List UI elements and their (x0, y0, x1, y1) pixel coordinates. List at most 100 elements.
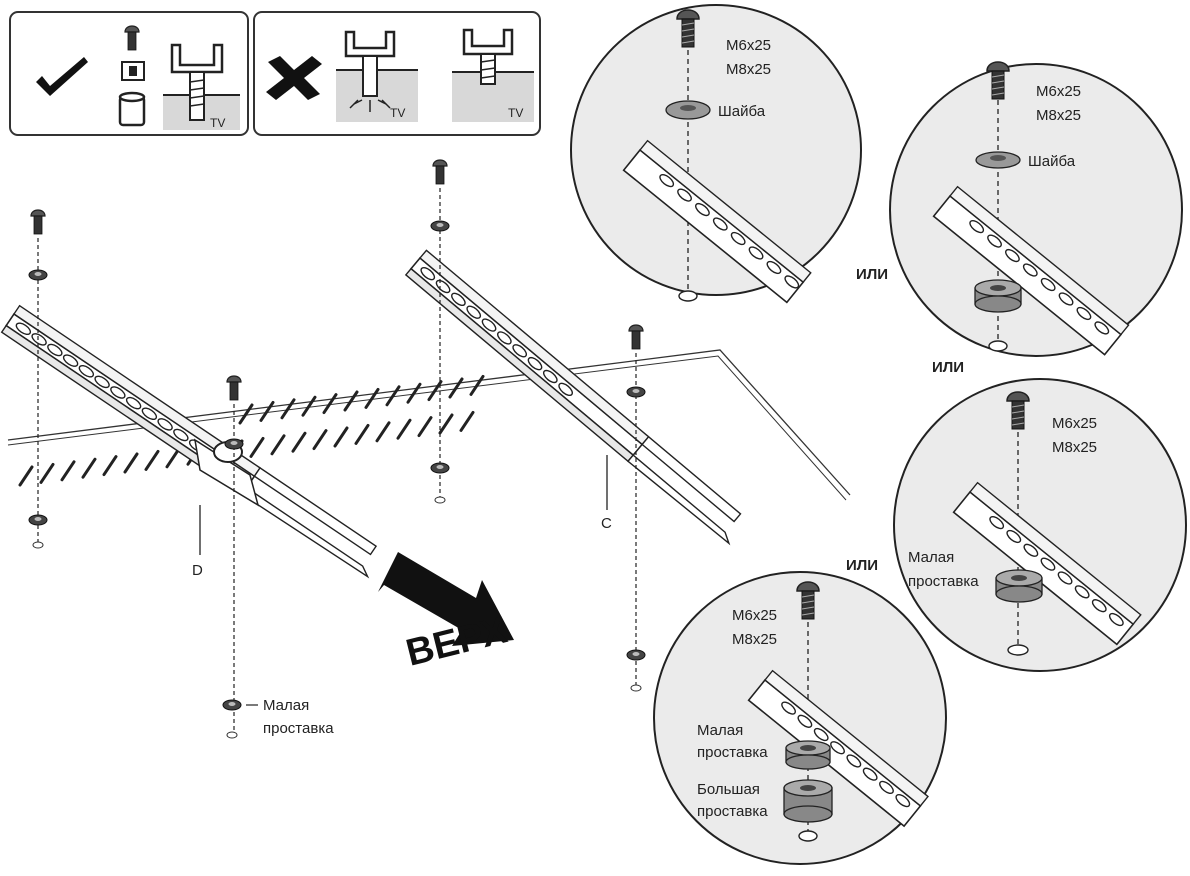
screw-stack-2: Малая проставка (222, 375, 334, 739)
bracket-d: D (0, 304, 378, 579)
rail-slot (527, 356, 543, 371)
rail-slot (1040, 277, 1056, 292)
vent-slot (102, 455, 118, 477)
checkmark-icon (36, 57, 88, 96)
rail-slot (987, 234, 1002, 248)
vent-slot (301, 395, 317, 417)
rail-slot (110, 386, 126, 399)
rail-slot (830, 741, 845, 755)
wrong-panel: TV TV (253, 11, 541, 136)
rail-slot (748, 246, 764, 260)
or-label-3: ИЛИ (846, 557, 878, 574)
vent-slot (39, 462, 55, 484)
small-spacer-icon-2 (995, 569, 1043, 603)
rail-slot (989, 515, 1005, 530)
screw-size-2b: M8x25 (1036, 107, 1081, 124)
screw-size-1c: M6x25 (1052, 415, 1097, 432)
large-spacer-label-d1: Большая (697, 781, 760, 798)
vent-slot (249, 436, 265, 458)
rail-slot (659, 173, 675, 188)
rail-slot (766, 260, 782, 275)
bracket-c-label: C (601, 515, 612, 532)
rail-slot (1040, 557, 1056, 571)
rail-slot (712, 217, 728, 231)
vent-slot (364, 387, 380, 409)
vent-slot (18, 465, 34, 487)
detail-circle-3: M6x25 M8x25 Малая проставка (893, 378, 1187, 672)
cross-icon (266, 56, 322, 100)
vent-slot (385, 385, 401, 407)
vent-slot (81, 457, 97, 479)
detail-circle-2: M6x25 M8x25 Шайба (889, 61, 1183, 357)
screw-stack-1 (28, 209, 48, 549)
rail-slot (1074, 585, 1090, 599)
rail-slot (1022, 263, 1038, 277)
rail-slot (677, 188, 692, 202)
rail-slot (781, 701, 796, 715)
small-spacer-icon-3 (785, 740, 831, 770)
vent-slot (291, 431, 307, 453)
vent-slot (459, 410, 475, 432)
small-spacer-label-c2: проставка (908, 573, 979, 590)
bracket-d-label: D (192, 562, 203, 579)
large-spacer-icon (783, 779, 833, 823)
rail-slot (558, 382, 573, 397)
rail-slot (1076, 306, 1092, 321)
small-spacer-label-1: Малая (263, 697, 309, 714)
or-label-2: ИЛИ (932, 359, 964, 376)
rail-slot (78, 364, 95, 378)
large-spacer-label-d2: проставка (697, 803, 768, 820)
rail-slot (466, 305, 482, 319)
wing-screw-too-short-icon (462, 28, 514, 85)
vent-slot (343, 390, 359, 412)
rail-slot (141, 407, 158, 421)
vent-slot (354, 423, 370, 445)
rail-slot (846, 754, 862, 768)
small-spacer-label-c1: Малая (908, 549, 954, 566)
vent-slot (238, 403, 254, 425)
rail-slot (62, 354, 79, 367)
vent-slot (312, 429, 328, 451)
rail-slot (31, 333, 47, 346)
vent-slots (18, 374, 485, 487)
bracket-c: C (405, 249, 742, 546)
rail-slot (1108, 612, 1124, 627)
vent-slot (375, 421, 391, 443)
detail-circle-1: M6x25 M8x25 Шайба (570, 4, 862, 304)
vent-slot (438, 413, 454, 435)
wing-screw-icon (170, 43, 224, 121)
screw-size-2: M8x25 (726, 61, 771, 78)
up-arrow-icon (378, 552, 514, 646)
rail-slot (862, 767, 878, 781)
detail-circle-4: M6x25 M8x25 Малая проставка Большая прос… (653, 571, 947, 865)
small-spacer-label-d1: Малая (697, 722, 743, 739)
screw-size-1: M6x25 (726, 37, 771, 54)
screw-stack-4 (626, 324, 646, 692)
vent-slot (417, 416, 433, 438)
screw-size-1b: M6x25 (1036, 83, 1081, 100)
vent-slot (333, 426, 349, 448)
vent-slot (60, 460, 76, 482)
rail-slot (1057, 571, 1073, 585)
tv-back-outline (7, 349, 851, 501)
screw-stack-3 (430, 159, 450, 504)
or-label-1: ИЛИ (856, 266, 888, 283)
vent-slot (448, 377, 464, 399)
rail-slot (813, 727, 829, 742)
vent-slot (280, 398, 296, 420)
rail-slot (1094, 321, 1110, 335)
rail-slot (730, 231, 746, 246)
vent-slot (123, 452, 139, 474)
tv-label-2: TV (390, 106, 405, 120)
washer-label: Шайба (718, 103, 766, 120)
rail-slot (1091, 599, 1107, 613)
rail-slot (47, 343, 63, 357)
screw-size-1d: M6x25 (732, 607, 777, 624)
vent-slot (322, 393, 338, 415)
rail-slot (512, 344, 528, 358)
vent-slot (469, 374, 485, 396)
wing-screw-too-long-icon (344, 30, 396, 112)
rail-slot (797, 714, 813, 728)
spacer-icon (118, 91, 146, 127)
